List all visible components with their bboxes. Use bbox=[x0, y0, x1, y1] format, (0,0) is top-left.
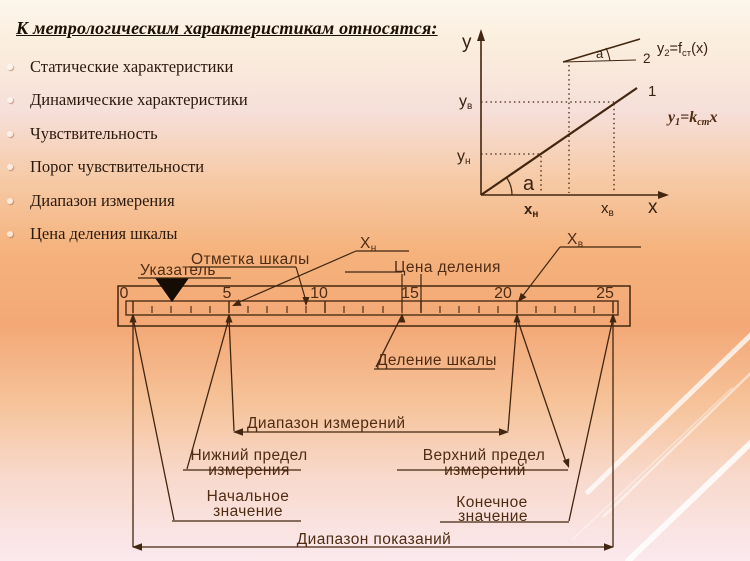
list-item: Порог чувствительности bbox=[7, 151, 330, 185]
scale-number: 10 bbox=[310, 285, 328, 302]
arrow-icon bbox=[232, 299, 242, 306]
angle-label-top: a bbox=[596, 46, 604, 61]
bullet-list: Статические характеристики Динамические … bbox=[7, 50, 330, 252]
scale-mark-callout: Отметка шкалы bbox=[189, 251, 310, 306]
ruler-scale-band bbox=[125, 300, 619, 316]
scale-diagram: 0 5 10 15 20 25 Указатель Отметка шкалы bbox=[117, 231, 641, 551]
x-upper-callout: Xв bbox=[518, 231, 641, 302]
linear-characteristic-line bbox=[480, 87, 638, 196]
bullet-icon bbox=[7, 63, 13, 70]
lower-limit-label-line1: Нижний предел bbox=[190, 447, 307, 464]
bullet-icon bbox=[7, 97, 13, 104]
x-axis-arrow-icon bbox=[658, 191, 669, 199]
measuring-range-dimension: Диапазон измерений bbox=[233, 415, 509, 436]
angle-reference-line bbox=[562, 59, 637, 63]
upper-limit-label-line1: Верхний предел bbox=[423, 447, 545, 464]
pointer-label: Указатель bbox=[140, 262, 216, 279]
bullet-label: Статические характеристики bbox=[30, 56, 234, 76]
list-item: Чувствительность bbox=[7, 117, 330, 151]
scale-mark-label: Отметка шкалы bbox=[191, 251, 310, 268]
initial-value-label-line1: Начальное bbox=[207, 488, 290, 505]
static-characteristic-graph: y x yв yн xн xв a a 1 2 y2=fст(x) y1=kст… bbox=[457, 29, 717, 220]
pointer-triangle-icon bbox=[155, 278, 189, 302]
y-upper-label: yв bbox=[459, 93, 472, 112]
minor-ticks bbox=[151, 306, 595, 313]
list-item: Цена деления шкалы bbox=[7, 218, 330, 252]
angle-arc bbox=[506, 177, 513, 196]
scale-number: 25 bbox=[596, 285, 614, 302]
angle-label: a bbox=[523, 173, 535, 195]
indication-range-dimension: Диапазон показаний bbox=[132, 531, 614, 551]
bullet-icon bbox=[7, 164, 13, 171]
arrow-icon bbox=[562, 458, 570, 468]
list-item: Динамические характеристики bbox=[7, 84, 330, 118]
x-axis-label: x bbox=[648, 197, 658, 218]
curve1-label: 1 bbox=[648, 83, 656, 100]
major-ticks bbox=[132, 301, 614, 313]
y-axis-arrow-icon bbox=[477, 29, 485, 41]
bullet-label: Цена деления шкалы bbox=[30, 224, 178, 244]
formula-nonlinear: y2=fст(x) bbox=[657, 41, 708, 59]
formula-linear: y1=kстx bbox=[666, 109, 717, 128]
measuring-range-label: Диапазон измерений bbox=[247, 415, 405, 432]
scale-number: 20 bbox=[494, 285, 512, 302]
division-price-callout: Цена деления bbox=[345, 259, 501, 311]
scale-numbers: 0 5 10 15 20 25 bbox=[120, 285, 614, 302]
bullet-icon bbox=[7, 130, 13, 137]
y-axis-label: y bbox=[462, 32, 472, 53]
scale-division-callout: Деление шкалы bbox=[374, 352, 497, 370]
initial-value-callout: Начальное значение bbox=[172, 488, 301, 522]
y-lower-label: yн bbox=[457, 148, 471, 167]
final-value-label-line2: значение bbox=[458, 508, 528, 525]
bullet-icon bbox=[7, 197, 13, 204]
arrow-icon bbox=[302, 297, 310, 306]
list-item: Статические характеристики bbox=[7, 50, 330, 84]
final-value-callout: Конечное значение bbox=[440, 494, 569, 525]
x-lower-label: xн bbox=[524, 201, 538, 220]
upper-limit-callout: Верхний предел измерений bbox=[397, 447, 568, 479]
arrow-icon bbox=[604, 543, 614, 551]
bullet-label: Порог чувствительности bbox=[30, 157, 205, 177]
arrow-icon bbox=[233, 428, 243, 436]
leader-lines bbox=[132, 316, 614, 547]
curve2-label: 2 bbox=[643, 51, 651, 66]
pointer-callout: Указатель bbox=[138, 262, 231, 279]
x-upper-mark-label: Xв bbox=[567, 231, 583, 250]
arrow-icon bbox=[132, 543, 142, 551]
bullet-icon bbox=[7, 231, 13, 238]
bullet-label: Чувствительность bbox=[30, 123, 158, 143]
arrow-icon bbox=[499, 428, 509, 436]
slide-title: К метрологическим характеристикам относя… bbox=[16, 18, 438, 38]
x-lower-mark-label: Xн bbox=[360, 235, 377, 254]
scale-number: 0 bbox=[120, 285, 129, 302]
final-value-label-line1: Конечное bbox=[456, 494, 527, 511]
bullet-label: Диапазон измерения bbox=[30, 190, 175, 210]
list-item: Диапазон измерения bbox=[7, 184, 330, 218]
indication-range-label: Диапазон показаний bbox=[297, 531, 451, 548]
bullet-label: Динамические характеристики bbox=[30, 90, 248, 110]
angle-arc-top bbox=[605, 47, 611, 62]
scale-number: 5 bbox=[223, 285, 232, 302]
initial-value-label-line2: значение bbox=[213, 503, 283, 520]
scale-number: 15 bbox=[401, 285, 419, 302]
scale-division-label: Деление шкалы bbox=[377, 352, 497, 369]
tick-arrows bbox=[129, 313, 617, 323]
arrow-icon bbox=[518, 292, 527, 302]
x-upper-label: xв bbox=[601, 200, 614, 219]
decor-streaks bbox=[571, 332, 750, 561]
division-price-label: Цена деления bbox=[394, 259, 501, 276]
nonlinear-characteristic-line bbox=[562, 38, 641, 63]
x-lower-callout: Xн bbox=[232, 235, 409, 306]
lower-limit-callout: Нижний предел измерения bbox=[183, 447, 307, 479]
ruler-outer-frame bbox=[117, 285, 631, 327]
